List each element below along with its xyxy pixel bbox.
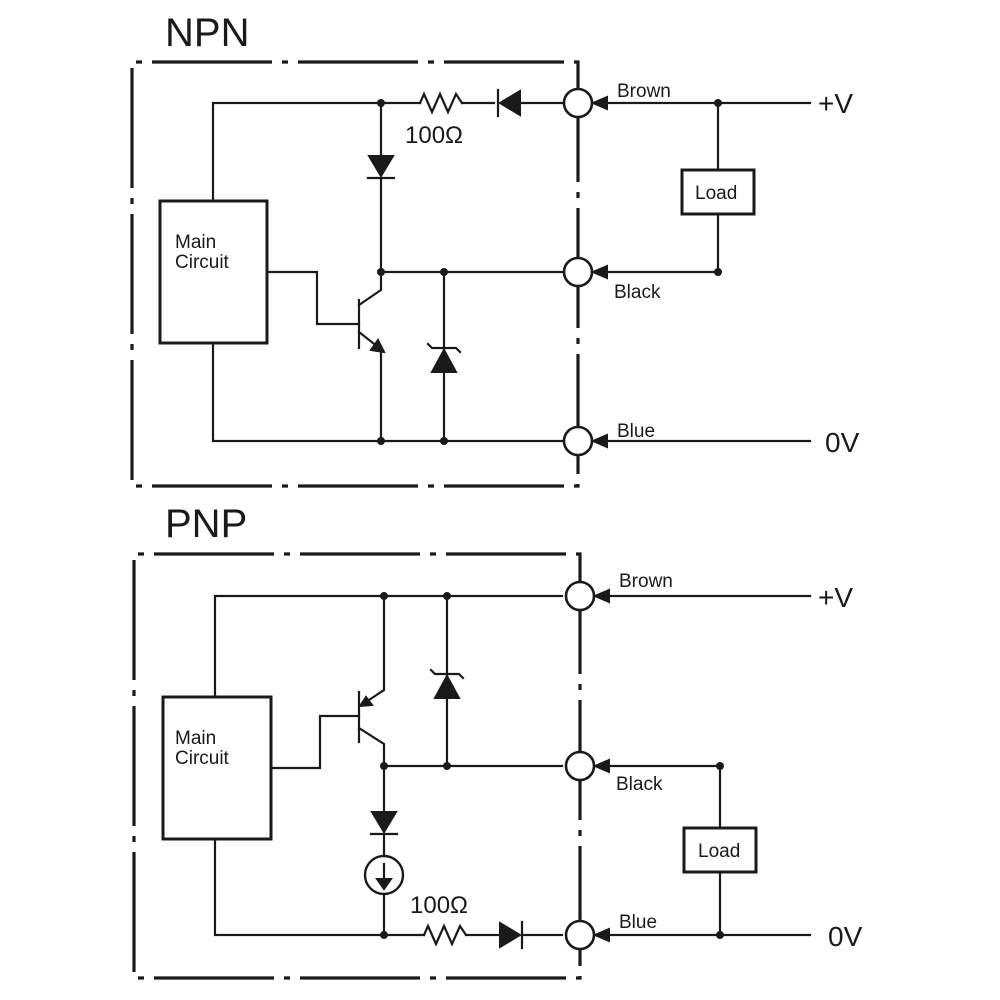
npn-junction-dot [377, 437, 385, 445]
pnp-load-box [682, 826, 758, 874]
npn-resistor-symbol [418, 91, 464, 115]
pnp-zener-bar [429, 668, 465, 680]
npn-black-arrow-icon [590, 264, 608, 280]
pnp-resistor-symbol [422, 923, 468, 947]
npn-section: NPN Main Circuit 100Ω [130, 11, 860, 488]
npn-blue-terminal [562, 425, 594, 457]
pnp-black-arrow-icon [592, 758, 610, 774]
pnp-blue-terminal [564, 919, 596, 951]
pnp-zener-diode-icon [433, 673, 461, 699]
npn-blue-arrow-icon [590, 433, 608, 449]
pnp-output-diode-icon [370, 811, 398, 834]
npn-series-diode-icon [498, 89, 521, 117]
pnp-title: PNP [165, 502, 247, 546]
npn-protect-diode-icon [367, 155, 395, 178]
pnp-main-circuit-label-line1: Main [175, 728, 216, 749]
pnp-current-source-arrow-head [375, 878, 393, 891]
npn-black-wire-label: Black [614, 282, 661, 303]
npn-junction-dot [440, 437, 448, 445]
pnp-collector-wire [357, 726, 386, 814]
pnp-black-terminal [564, 750, 596, 782]
pnp-junction-dot [380, 931, 388, 939]
pnp-emitter-wire [364, 594, 386, 704]
npn-junction-dot [440, 268, 448, 276]
npn-collector-wire [357, 270, 383, 307]
pnp-brown-arrow-icon [592, 588, 610, 604]
pnp-blue-arrow-icon [592, 927, 610, 943]
npn-brown-terminal [562, 87, 594, 119]
pnp-brown-wire-label: Brown [619, 571, 673, 592]
npn-zero-rail-label: 0V [825, 427, 860, 458]
pnp-brown-terminal [564, 580, 596, 612]
npn-main-circuit-label-line2: Circuit [175, 252, 230, 273]
npn-ground-wire [211, 341, 564, 443]
npn-junction-dot [714, 99, 722, 107]
pnp-junction-dot [380, 592, 388, 600]
pnp-resistor-label: 100Ω [410, 892, 468, 919]
npn-sensor-housing [130, 60, 580, 488]
npn-load-label: Load [695, 183, 737, 204]
pnp-junction-dot [380, 762, 388, 770]
npn-junction-dot [714, 268, 722, 276]
pnp-blue-wire-label: Blue [619, 912, 657, 933]
pnp-ground-wire [213, 837, 426, 937]
npn-blue-wire-label: Blue [617, 421, 655, 442]
pnp-positive-rail-label: +V [818, 582, 853, 613]
npn-junction-dot [377, 268, 385, 276]
pnp-base-wire [269, 714, 361, 770]
pnp-top-rail-wire [213, 594, 564, 699]
npn-brown-wire-label: Brown [617, 81, 671, 102]
npn-main-circuit-label-line1: Main [175, 232, 216, 253]
npn-junction-dot [377, 99, 385, 107]
npn-load-box [680, 168, 756, 216]
pnp-section: PNP Main Circuit 100Ω [132, 502, 863, 980]
pnp-main-circuit-label-line2: Circuit [175, 748, 230, 769]
npn-brown-arrow-icon [590, 95, 608, 111]
pnp-junction-dot [443, 762, 451, 770]
npn-base-wire [265, 270, 361, 326]
npn-resistor-label: 100Ω [405, 122, 463, 149]
npn-title: NPN [165, 11, 249, 55]
npn-zener-bar [426, 342, 462, 354]
pnp-emitter-arrow [358, 695, 374, 708]
pnp-zero-rail-label: 0V [828, 921, 863, 952]
npn-positive-rail-label: +V [818, 88, 853, 119]
pnp-black-wire-label: Black [616, 774, 663, 795]
npn-black-terminal [562, 256, 594, 288]
pnp-load-label: Load [698, 841, 740, 862]
npn-top-rail-wire [211, 101, 422, 203]
pnp-junction-dot [716, 762, 724, 770]
pnp-junction-dot [716, 931, 724, 939]
pnp-junction-dot [443, 592, 451, 600]
pnp-series-diode-icon [499, 921, 522, 949]
npn-zener-diode-icon [430, 347, 458, 373]
